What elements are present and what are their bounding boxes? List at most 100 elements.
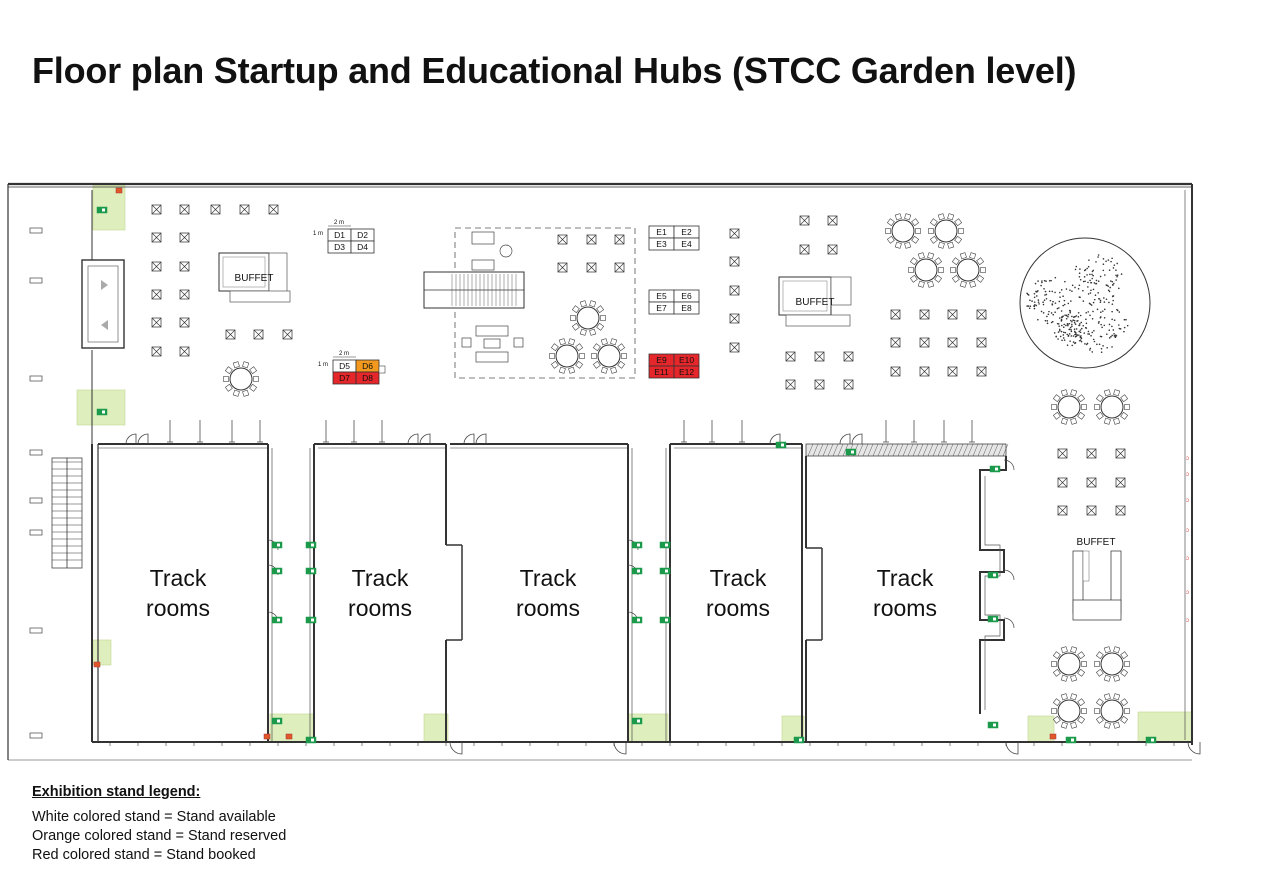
chair-icon bbox=[1052, 668, 1061, 677]
chair-icon bbox=[1095, 651, 1104, 660]
table-icon bbox=[151, 232, 162, 243]
tree-foliage bbox=[1062, 315, 1064, 317]
column-marker bbox=[29, 375, 43, 382]
tree-foliage bbox=[1107, 285, 1110, 287]
tree-foliage bbox=[1099, 275, 1102, 278]
table-icon bbox=[919, 337, 930, 348]
stand-accessory bbox=[378, 365, 386, 374]
tree-foliage bbox=[1067, 302, 1070, 305]
track-room-label: rooms bbox=[348, 595, 412, 621]
buffet-counter bbox=[778, 276, 832, 316]
tree-foliage bbox=[1060, 310, 1063, 312]
tree-foliage bbox=[1094, 294, 1097, 297]
tree-foliage bbox=[1031, 300, 1033, 302]
exit-sign-icon bbox=[993, 723, 996, 727]
exit-sign-icon bbox=[995, 467, 998, 471]
round-table-icon bbox=[555, 344, 579, 368]
chair-icon bbox=[894, 241, 902, 249]
tree-foliage bbox=[1037, 280, 1039, 282]
tree-foliage bbox=[1108, 301, 1110, 304]
tree-foliage bbox=[1062, 304, 1064, 307]
fire-equipment-icon bbox=[1049, 733, 1057, 740]
tree-foliage bbox=[1062, 334, 1065, 336]
chair-icon bbox=[917, 252, 925, 260]
chair-icon bbox=[1113, 721, 1121, 729]
tree-foliage bbox=[1098, 343, 1101, 346]
plant-icon bbox=[499, 244, 513, 258]
hatch-line bbox=[907, 443, 914, 457]
tree-foliage bbox=[1051, 320, 1054, 323]
chair-icon bbox=[904, 213, 912, 221]
stand-label: E7 bbox=[656, 303, 667, 313]
door-swing bbox=[769, 433, 781, 445]
hatch-line bbox=[892, 443, 899, 457]
chair-icon bbox=[1095, 698, 1104, 707]
hatch-line bbox=[912, 443, 919, 457]
hatch-line bbox=[982, 443, 989, 457]
tree-foliage bbox=[1102, 258, 1105, 260]
tree-foliage bbox=[1058, 329, 1061, 332]
tree-foliage bbox=[1072, 341, 1075, 343]
buffet-label: BUFFET bbox=[796, 297, 835, 308]
table-icon bbox=[282, 329, 293, 340]
tree-foliage bbox=[1054, 302, 1057, 304]
hatch-line bbox=[942, 443, 949, 457]
tree-foliage bbox=[1034, 282, 1037, 285]
tree-foliage bbox=[1078, 272, 1081, 275]
tree-foliage bbox=[1123, 330, 1125, 333]
hatch-line bbox=[867, 443, 874, 457]
chair-icon bbox=[1060, 417, 1068, 425]
table-icon bbox=[947, 337, 958, 348]
column-marker bbox=[29, 449, 43, 456]
tree-foliage bbox=[1113, 264, 1116, 266]
tree-foliage bbox=[1084, 326, 1087, 329]
sofa-icon bbox=[471, 259, 495, 271]
table-icon bbox=[976, 366, 987, 377]
table-icon bbox=[483, 338, 501, 349]
chair-icon bbox=[934, 274, 943, 283]
tree-foliage bbox=[1086, 267, 1088, 270]
tree-foliage bbox=[1089, 349, 1091, 351]
tree-foliage bbox=[1095, 282, 1097, 285]
tree-foliage bbox=[1102, 263, 1105, 266]
tree-foliage bbox=[1093, 340, 1096, 343]
tree-foliage bbox=[1104, 274, 1106, 276]
column-marker bbox=[29, 227, 43, 234]
chair-icon bbox=[575, 360, 584, 369]
column-marker bbox=[29, 627, 43, 634]
chair-icon bbox=[592, 360, 601, 369]
hatch-line bbox=[827, 443, 834, 457]
table-icon bbox=[947, 309, 958, 320]
tree-foliage bbox=[1062, 337, 1065, 339]
tree-foliage bbox=[1050, 321, 1053, 324]
exit-sign-icon bbox=[102, 410, 105, 414]
chair-icon bbox=[927, 252, 935, 260]
chair-icon bbox=[911, 235, 920, 244]
tree-foliage bbox=[1069, 311, 1072, 314]
chair-icon bbox=[1060, 693, 1068, 701]
perimeter-marker: ɔ bbox=[1186, 472, 1189, 478]
tree-foliage bbox=[1105, 298, 1108, 301]
chair-icon bbox=[1095, 668, 1104, 677]
tree-foliage bbox=[1100, 323, 1102, 326]
tree-foliage bbox=[1035, 290, 1037, 293]
chair-icon bbox=[1103, 674, 1111, 682]
door-swing bbox=[463, 433, 475, 445]
chair-icon bbox=[617, 360, 626, 369]
hatch-line bbox=[837, 443, 844, 457]
table-icon bbox=[843, 351, 854, 362]
stand-d4 bbox=[350, 240, 375, 254]
chair-icon bbox=[1120, 411, 1129, 420]
chair-icon bbox=[885, 228, 891, 234]
tree-foliage bbox=[1042, 303, 1045, 306]
tree-foliage bbox=[1116, 262, 1118, 265]
tree-foliage bbox=[1074, 323, 1077, 326]
table-icon bbox=[976, 309, 987, 320]
exit-sign-icon bbox=[277, 719, 280, 723]
chair-icon bbox=[938, 267, 944, 273]
legend-available: White colored stand = Stand available bbox=[32, 809, 276, 825]
door-swing bbox=[475, 433, 487, 445]
chair-icon bbox=[1070, 693, 1078, 701]
chair-icon bbox=[579, 353, 585, 359]
entrance-inner bbox=[87, 265, 119, 343]
